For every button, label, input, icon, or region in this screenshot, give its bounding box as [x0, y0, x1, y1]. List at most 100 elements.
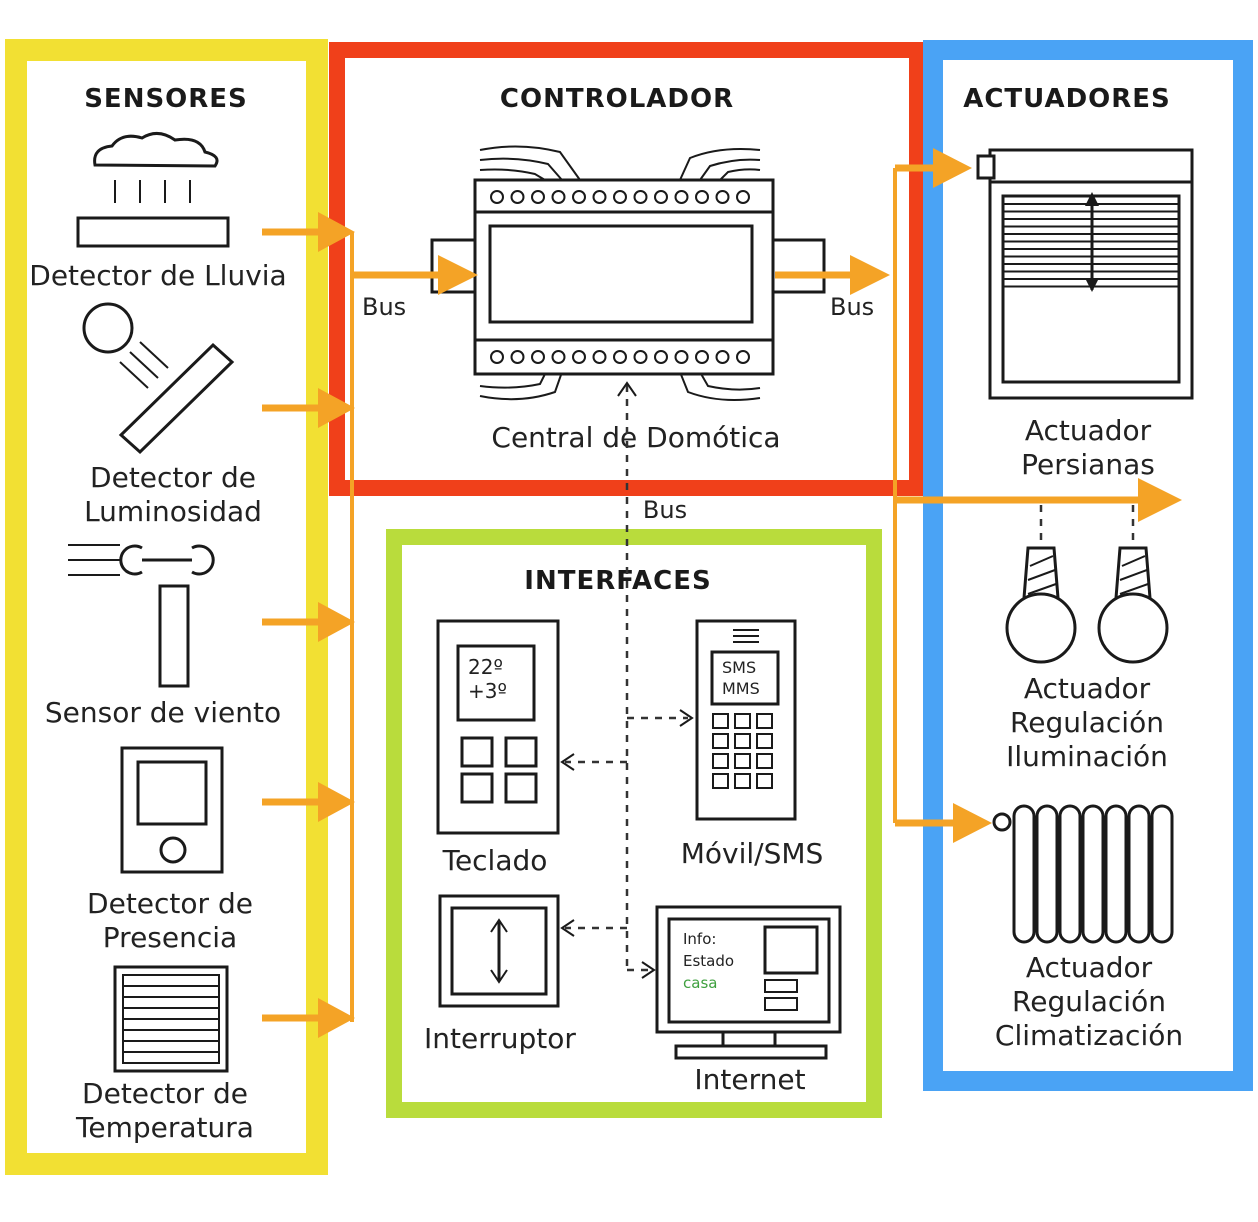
blinds-actuator-label-2: Persianas [1021, 448, 1155, 481]
mobile-key-icon [756, 733, 773, 749]
internet-icon [655, 905, 842, 1060]
presence-detector-label-2: Presencia [103, 921, 237, 954]
light-detector-label-1: Detector de [90, 461, 256, 494]
internet-display-line1: Info: [683, 930, 716, 948]
switch-icon [438, 894, 560, 1008]
presence-detector-icon [120, 746, 224, 874]
wind-sensor-label: Sensor de viento [45, 696, 281, 729]
terminal-screw-icon [674, 190, 689, 204]
mobile-key-icon [756, 713, 773, 729]
terminal-screw-icon [674, 350, 689, 364]
keypad-icon [436, 619, 560, 835]
lighting-actuator-label-2: Regulación [1010, 706, 1164, 739]
radiator-fin [1127, 804, 1151, 944]
terminal-screw-icon [736, 350, 750, 364]
wind-sensor-icon [68, 544, 215, 688]
mobile-key-icon [756, 773, 773, 789]
terminal-screw-icon [613, 190, 627, 204]
light-detector-label-2: Luminosidad [84, 495, 262, 528]
bus-bottom-label: Bus [643, 496, 687, 524]
terminal-screw-icon [654, 350, 668, 364]
terminal-screw-icon [551, 350, 566, 364]
terminal-screw-icon [592, 350, 607, 364]
terminal-screw-icon [490, 190, 504, 204]
radiator-fin [1081, 804, 1105, 944]
lighting-actuator-icon [1005, 505, 1169, 664]
keypad-display-line1: 22º [468, 655, 503, 679]
terminal-screw-icon [531, 350, 545, 364]
mobile-display-line1: SMS [722, 658, 756, 677]
terminal-screw-icon [654, 190, 668, 204]
climate-actuator-label-3: Climatización [995, 1019, 1183, 1052]
actuadores-title: ACTUADORES [963, 84, 1171, 114]
actuadores-frame [923, 40, 1253, 1091]
central-label: Central de Domótica [491, 421, 780, 454]
temperature-detector-label-2: Temperatura [75, 1111, 254, 1144]
terminal-screw-icon [551, 190, 566, 204]
terminal-screw-icon [572, 350, 586, 364]
terminal-screw-icon [633, 350, 648, 364]
rain-detector-label: Detector de Lluvia [29, 259, 286, 292]
lighting-actuator-label-1: Actuador [1024, 672, 1151, 705]
mobile-display-line2: MMS [722, 679, 760, 698]
mobile-key-icon [712, 713, 729, 729]
terminal-screw-icon [613, 350, 627, 364]
terminal-screw-icon [592, 190, 607, 204]
mobile-key-icon [712, 773, 729, 789]
bus-to-central-arrow [352, 255, 478, 295]
terminal-screw-icon [510, 190, 525, 204]
mobile-key-icon [712, 733, 729, 749]
terminal-screw-icon [695, 190, 709, 204]
keypad-label: Teclado [442, 844, 548, 877]
bus-right-label: Bus [830, 293, 874, 321]
mobile-label: Móvil/SMS [681, 837, 824, 870]
climate-actuator-icon [992, 804, 1174, 944]
temperature-detector-icon [113, 965, 229, 1073]
internet-label: Internet [694, 1063, 805, 1096]
radiator-fin [1035, 804, 1059, 944]
switch-label: Interruptor [424, 1022, 576, 1055]
domotics-central-icon [430, 145, 826, 401]
blinds-actuator-icon [976, 148, 1194, 400]
mobile-key-icon [712, 753, 729, 769]
sensores-title: SENSORES [84, 84, 248, 114]
interfaces-frame [386, 529, 882, 1118]
central-to-actuators-arrows [775, 148, 1182, 843]
terminal-screw-icon [633, 190, 648, 204]
mobile-key-icon [734, 733, 751, 749]
terminal-screw-icon [531, 190, 545, 204]
controlador-title: CONTROLADOR [500, 84, 734, 114]
lighting-actuator-label-3: Iluminación [1006, 740, 1168, 773]
terminal-screw-icon [572, 190, 586, 204]
radiator-fin [1012, 804, 1036, 944]
internet-display-line3: casa [683, 974, 717, 992]
radiator-fin [1150, 804, 1174, 944]
climate-actuator-label-1: Actuador [1026, 951, 1153, 984]
interface-bus-lines [560, 381, 694, 979]
presence-detector-label-1: Detector de [87, 887, 253, 920]
blinds-actuator-label-1: Actuador [1025, 414, 1152, 447]
temperature-detector-label-1: Detector de [82, 1077, 248, 1110]
terminal-screw-icon [490, 350, 504, 364]
light-detector-icon [82, 302, 235, 455]
keypad-display-line2: +3º [468, 679, 507, 703]
internet-display-line2: Estado [683, 952, 734, 970]
mobile-icon [695, 619, 797, 821]
terminal-screw-icon [715, 190, 730, 204]
terminal-screw-icon [715, 350, 730, 364]
mobile-key-icon [756, 753, 773, 769]
mobile-key-icon [734, 773, 751, 789]
mobile-key-icon [734, 713, 751, 729]
sensores-frame [5, 39, 328, 1175]
interfaces-title: INTERFACES [524, 566, 711, 596]
radiator-fin [1104, 804, 1128, 944]
climate-actuator-label-2: Regulación [1012, 985, 1166, 1018]
radiator-fin [1058, 804, 1082, 944]
terminal-screw-icon [736, 190, 750, 204]
terminal-screw-icon [695, 350, 709, 364]
sensor-to-bus-arrows [262, 212, 355, 1038]
bus-left-label: Bus [362, 293, 406, 321]
mobile-key-icon [734, 753, 751, 769]
terminal-screw-icon [510, 350, 525, 364]
